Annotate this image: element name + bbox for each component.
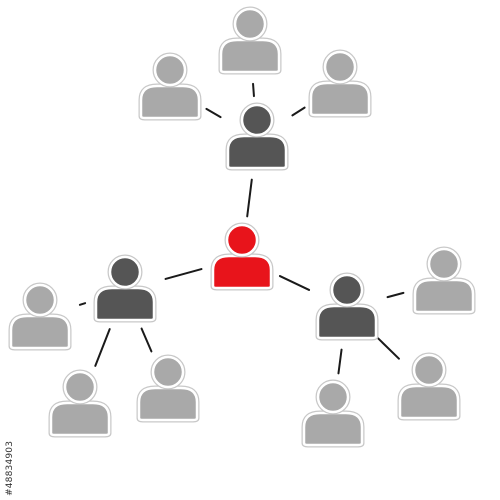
person-head	[240, 103, 274, 137]
person-head	[233, 7, 267, 41]
link-hub-top-leaf-top-center	[252, 82, 255, 98]
person-body	[398, 384, 460, 420]
person-head	[412, 353, 446, 387]
link-you-hub-left	[164, 268, 203, 280]
connection-lines	[78, 82, 405, 375]
person-icon-leaf-left-bottom-right	[136, 354, 200, 423]
person-head	[63, 370, 97, 404]
person-body	[137, 386, 199, 422]
link-hub-top-leaf-top-right	[291, 106, 306, 117]
link-you-hub-top	[246, 178, 253, 218]
person-body	[139, 84, 201, 120]
person-icon-leaf-left-bottom	[48, 369, 112, 438]
person-head	[427, 247, 461, 281]
person-icon-hub-left	[93, 254, 157, 323]
person-head	[23, 283, 57, 317]
person-icon-hub-right	[315, 272, 379, 341]
stock-id-label: #48834903	[5, 440, 15, 496]
people-icons	[8, 6, 476, 448]
person-icon-leaf-top-right	[308, 49, 372, 118]
person-icon-you	[210, 222, 274, 291]
person-head	[323, 50, 357, 84]
person-body	[316, 304, 378, 340]
person-body	[309, 81, 371, 117]
person-icon-leaf-right-bottom	[397, 352, 461, 421]
link-hub-right-leaf-right-upper	[386, 291, 405, 299]
person-head	[330, 273, 364, 307]
link-hub-left-leaf-left-bottom	[94, 328, 111, 367]
person-body	[94, 286, 156, 322]
person-body	[413, 278, 475, 314]
link-hub-top-leaf-top-left	[205, 107, 222, 119]
link-you-hub-right	[278, 275, 311, 291]
link-hub-right-leaf-right-bottom-left	[337, 348, 343, 375]
person-body	[219, 38, 281, 74]
person-body	[211, 254, 273, 290]
person-body	[49, 401, 111, 437]
person-head	[316, 380, 350, 414]
person-head	[108, 255, 142, 289]
link-hub-left-leaf-left-bottom-right	[140, 327, 153, 353]
person-head	[151, 355, 185, 389]
person-icon-leaf-right-bottom-left	[301, 379, 365, 448]
person-icon-leaf-left-upper	[8, 282, 72, 351]
person-icon-leaf-top-center	[218, 6, 282, 75]
person-icon-leaf-right-upper	[412, 246, 476, 315]
person-body	[226, 134, 288, 170]
person-body	[302, 411, 364, 447]
person-body	[9, 314, 71, 350]
person-head	[225, 223, 259, 257]
link-hub-right-leaf-right-bottom	[376, 336, 400, 360]
person-icon-leaf-top-left	[138, 52, 202, 121]
person-head	[153, 53, 187, 87]
person-icon-hub-top	[225, 102, 289, 171]
link-hub-left-leaf-left-upper	[78, 302, 87, 306]
